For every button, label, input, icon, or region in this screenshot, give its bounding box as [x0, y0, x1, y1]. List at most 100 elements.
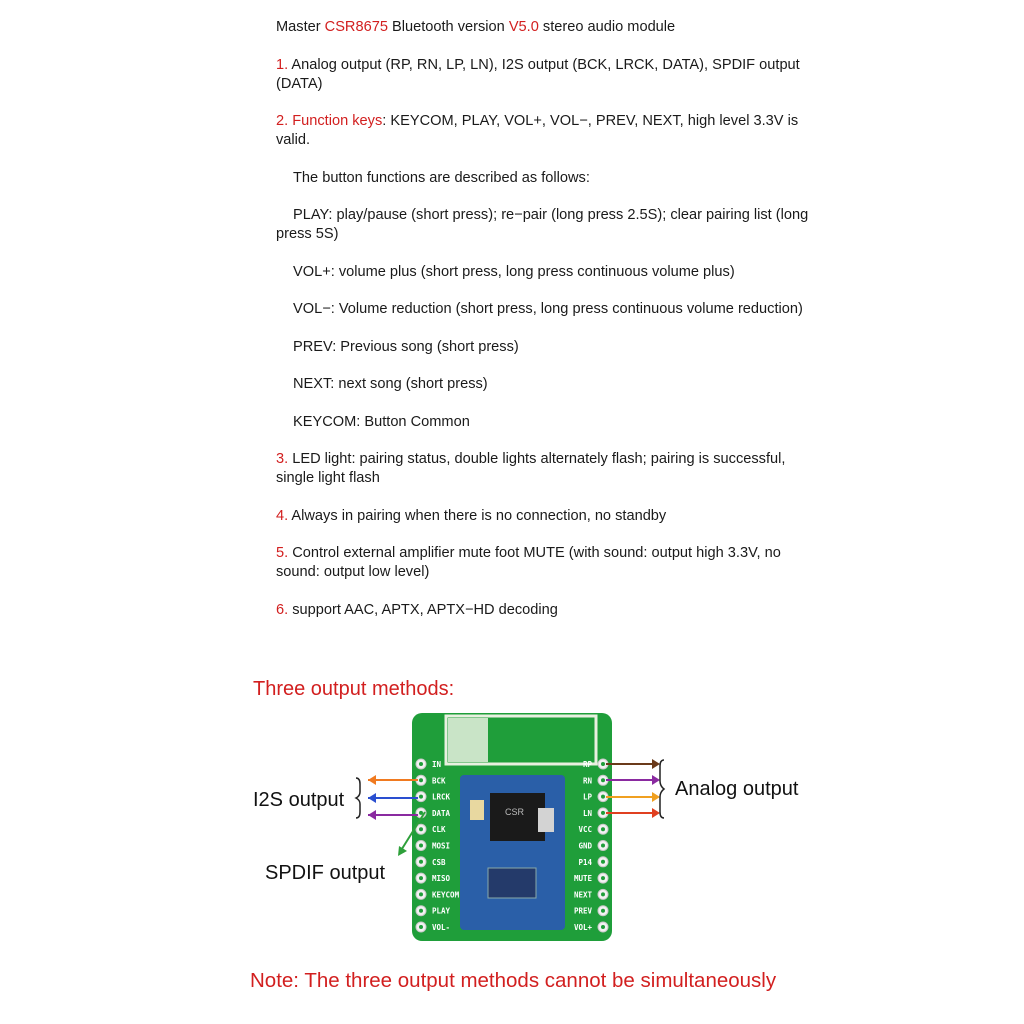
item-text: Always in pairing when there is no conne…: [288, 507, 667, 524]
antenna-trace: [444, 714, 598, 766]
pin-hole: [419, 778, 423, 783]
bt-version: V5.0: [508, 19, 539, 35]
item-heading: Function keys: [288, 113, 383, 129]
antenna-pad: [448, 718, 488, 762]
pin-label: LN: [583, 809, 593, 818]
arrowhead: [652, 792, 660, 802]
item-text: Analog output (RP, RN, LP, LN), I2S outp…: [276, 56, 800, 92]
pin-label: GND: [578, 842, 592, 851]
i2s-brace: [354, 777, 361, 819]
item-text: : KEYCOM, PLAY, VOL+, VOL−, PREV, NEXT, …: [276, 113, 799, 148]
pin-hole: [419, 925, 423, 929]
pin-hole: [419, 810, 423, 815]
analog-brace: [659, 759, 666, 819]
pin-hole: [419, 859, 423, 864]
arrowhead: [368, 775, 376, 785]
analog-output-label: Analog output: [675, 778, 799, 800]
chip-model: CSR8675: [324, 19, 388, 35]
pin-hole: [601, 827, 605, 832]
keycom-desc: KEYCOM: Button Common: [293, 413, 470, 430]
pin-label: VOL-: [432, 923, 450, 932]
component: [538, 808, 554, 832]
pin-label: IN: [432, 760, 442, 769]
pin-label: MUTE: [574, 874, 593, 883]
pin-hole: [601, 892, 605, 897]
item-number: 1.: [276, 56, 289, 73]
left-pins: INBCKLRCKDATACLKMOSICSBMISOKEYCOMPLAYVOL…: [415, 758, 460, 933]
spec-document: Master CSR8675 Bluetooth version V5.0 st…: [276, 18, 816, 638]
pin-label: LRCK: [432, 793, 451, 802]
item-2: 2. Function keys: KEYCOM, PLAY, VOL+, VO…: [276, 112, 816, 150]
csr-chip: [490, 793, 545, 841]
item-text: LED light: pairing status, double lights…: [276, 451, 786, 486]
pin-label: DATA: [432, 809, 451, 818]
pin-label: P14: [578, 858, 592, 867]
play-desc-text: PLAY: play/pause (short press); re−pair …: [276, 207, 809, 242]
pin-hole: [419, 892, 423, 897]
pin-hole: [601, 908, 605, 913]
item-3: 3. LED light: pairing status, double lig…: [276, 450, 816, 488]
arrowhead: [652, 808, 660, 818]
item-6: 6. support AAC, APTX, APTX−HD decoding: [276, 601, 816, 620]
pin-hole: [601, 810, 605, 815]
item-number: 3.: [276, 451, 289, 467]
arrowhead: [652, 759, 660, 769]
intro-prefix: Master: [276, 19, 325, 35]
spdif-output-label: SPDIF output: [265, 862, 386, 884]
pin-hole: [601, 778, 605, 783]
volplus-desc: VOL+: volume plus (short press, long pre…: [293, 263, 735, 280]
pin-label: PREV: [574, 907, 593, 916]
intro-line: Master CSR8675 Bluetooth version V5.0 st…: [276, 18, 816, 37]
item-number: 6.: [276, 601, 289, 618]
chip-marking: CSR: [505, 807, 525, 817]
pin-hole: [601, 794, 605, 799]
item-4: 4. Always in pairing when there is no co…: [276, 507, 816, 526]
pin-label: VCC: [578, 825, 592, 834]
item-1: 1. Analog output (RP, RN, LP, LN), I2S o…: [276, 56, 816, 94]
pin-hole: [419, 794, 423, 799]
intro-suffix: stereo audio module: [538, 19, 676, 35]
pin-hole: [419, 843, 423, 848]
volminus-desc: VOL−: Volume reduction (short press, lon…: [276, 300, 816, 319]
item-number: 5.: [276, 545, 289, 561]
pin-hole: [601, 925, 605, 929]
i2s-output-label: I2S output: [253, 789, 345, 811]
pin-hole: [419, 762, 423, 766]
prev-desc: PREV: Previous song (short press): [293, 338, 519, 355]
pin-label: BCK: [432, 776, 446, 785]
pin-label: PLAY: [432, 907, 451, 916]
pin-label: LP: [583, 793, 593, 802]
item-text: Control external amplifier mute foot MUT…: [276, 545, 781, 580]
volminus-desc-text: VOL−: Volume reduction (short press, lon…: [293, 301, 803, 317]
pin-hole: [601, 859, 605, 864]
pin-label: CSB: [432, 858, 446, 867]
pin-hole: [601, 762, 605, 766]
pin-hole: [419, 827, 423, 832]
pin-hole: [419, 876, 423, 881]
pin-label: NEXT: [574, 890, 593, 899]
item-text: support AAC, APTX, APTX−HD decoding: [288, 601, 558, 618]
pin-label: RN: [583, 776, 593, 785]
output-methods-heading: Three output methods:: [253, 678, 455, 700]
arrow-spdif: [399, 811, 426, 853]
intro-mid: Bluetooth version: [387, 19, 509, 35]
arrowhead: [368, 810, 376, 820]
pin-label: VOL+: [574, 923, 593, 932]
arrowhead: [368, 793, 376, 803]
button-functions-intro: The button functions are described as fo…: [293, 169, 590, 186]
play-desc: PLAY: play/pause (short press); re−pair …: [276, 206, 816, 244]
pin-label: MOSI: [432, 842, 450, 851]
crystal: [470, 800, 484, 820]
item-number: 4.: [276, 507, 289, 524]
note-text: Note: The three output methods cannot be…: [250, 969, 777, 992]
pin-label: CLK: [432, 825, 446, 834]
item-5: 5. Control external amplifier mute foot …: [276, 544, 816, 582]
pin-label: KEYCOM: [432, 890, 460, 899]
pin-hole: [601, 876, 605, 881]
pin-label: RP: [583, 760, 593, 769]
pin-hole: [419, 908, 423, 913]
arrowhead: [652, 775, 660, 785]
flash-chip: [487, 867, 537, 899]
